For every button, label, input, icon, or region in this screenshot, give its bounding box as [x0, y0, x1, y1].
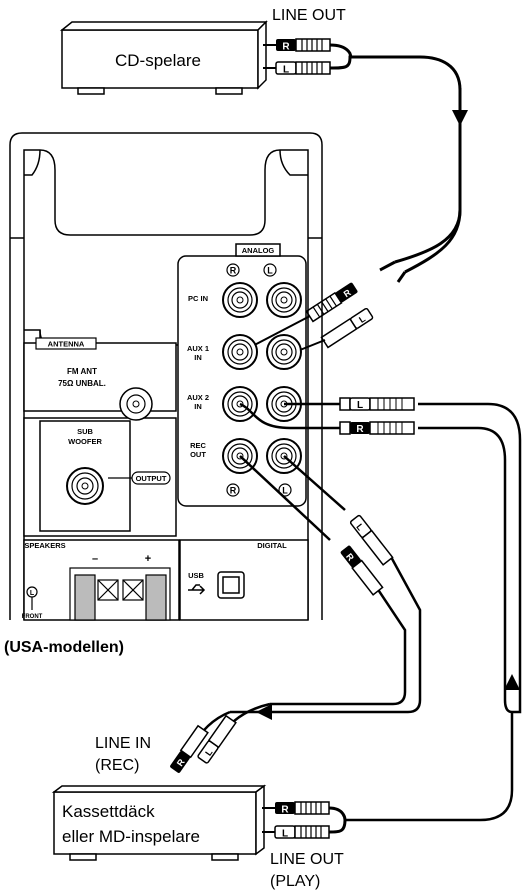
speaker-minus: – — [92, 553, 98, 565]
line-in-plug-left-letter: L — [203, 747, 215, 758]
aux1-plug-left: L — [320, 307, 374, 349]
speaker-plus: + — [145, 553, 151, 565]
aux1-label-1: AUX 1 — [187, 344, 209, 353]
speakers-label: SPEAKERS — [24, 541, 65, 550]
recorder-output-cable — [328, 806, 347, 834]
aux1-plug-right-letter: R — [342, 287, 353, 299]
aux2-plug-right-letter: R — [356, 424, 364, 435]
line-in-label-1: LINE IN — [95, 735, 151, 752]
channel-markers: R L R L L — [26, 263, 292, 598]
cd-player-label: CD-spelare — [115, 51, 201, 70]
front-label: FRONT — [22, 614, 43, 620]
digital-label: DIGITAL — [257, 541, 287, 550]
unit-labels: ANALOG ANTENNA FM ANT 75Ω UNBAL. SUB WOO… — [22, 246, 287, 620]
aux2-plug-right: R — [339, 421, 415, 435]
recorder: Kassettdäck eller MD-inspelare — [51, 784, 267, 861]
aux1-jack-l — [266, 334, 302, 370]
rec-out-label-2: OUT — [190, 450, 206, 459]
top-l-marker: L — [267, 266, 273, 276]
usb-port — [188, 571, 245, 599]
rec-plug-left: L — [349, 514, 394, 566]
rec-out-plug-right: R — [262, 801, 330, 816]
rca-jacks — [66, 282, 302, 505]
pc-in-jack-l — [266, 282, 302, 318]
recorder-name-line2: eller MD-inspelare — [62, 827, 200, 846]
cd-player: CD-spelare — [59, 20, 268, 95]
subwoofer-jack — [66, 467, 104, 505]
rec-out-plug-right-letter: R — [281, 805, 289, 816]
aux2-cables — [239, 402, 522, 822]
subwoofer-label-2: WOOFER — [68, 437, 102, 446]
aux2-cable-arrow — [504, 674, 520, 690]
fm-ant-label: FM ANT — [67, 367, 97, 376]
recorder-line-out-label-1: LINE OUT — [270, 851, 344, 868]
speaker-terminals — [31, 567, 171, 621]
antenna-label: ANTENNA — [48, 340, 85, 349]
pc-in-jack-r — [222, 282, 258, 318]
fm-unbal-label: 75Ω UNBAL. — [58, 379, 106, 388]
bottom-r-marker: R — [230, 486, 237, 496]
cd-plug-right: R — [263, 38, 331, 53]
rec-out-label-1: REC — [190, 441, 206, 450]
cd-plug-left: L — [263, 61, 331, 76]
subwoofer-label-1: SUB — [77, 427, 93, 436]
rec-plug-left-letter: L — [354, 522, 366, 533]
cd-line-out-label: LINE OUT — [272, 7, 346, 24]
aux1-plug-left-letter: L — [357, 313, 367, 325]
aux1-label-2: IN — [194, 353, 202, 362]
aux2-plug-left-letter: L — [357, 400, 363, 411]
cd-plug-right-letter: R — [282, 42, 290, 53]
rec-plug-right: R — [340, 545, 384, 596]
cd-cable — [329, 43, 462, 283]
usb-label: USB — [188, 571, 204, 580]
fm-antenna-jack — [119, 387, 153, 421]
line-in-label-2: (REC) — [95, 757, 139, 774]
aux2-label-2: IN — [194, 402, 202, 411]
cd-cable-arrow — [452, 110, 468, 126]
aux1-jack-r — [222, 334, 258, 370]
top-r-marker: R — [230, 266, 237, 276]
rec-plug-right-letter: R — [344, 551, 356, 563]
recorder-name-line1: Kassettdäck — [62, 802, 155, 821]
line-in-plug-left: L — [197, 714, 237, 764]
line-in-plug-right-letter: R — [175, 757, 187, 768]
model-caption: (USA-modellen) — [4, 639, 124, 656]
recorder-line-out-label-2: (PLAY) — [270, 873, 320, 890]
pc-in-label: PC IN — [188, 294, 208, 303]
front-l-marker: L — [30, 590, 35, 597]
line-in-plug-right: R — [170, 724, 209, 773]
rec-out-plug-left: L — [262, 825, 330, 840]
rec-out-cables — [190, 455, 422, 749]
rec-out-plug-left-letter: L — [282, 829, 288, 840]
aux1-plug-right: R — [305, 281, 360, 323]
output-label: OUTPUT — [136, 474, 167, 483]
cd-plug-left-letter: L — [283, 65, 289, 76]
rec-out-cable-arrow — [256, 704, 272, 720]
aux2-plug-left: L — [339, 397, 415, 411]
aux2-label-1: AUX 2 — [187, 393, 209, 402]
analog-label: ANALOG — [242, 246, 275, 255]
bottom-l-marker: L — [282, 486, 288, 496]
